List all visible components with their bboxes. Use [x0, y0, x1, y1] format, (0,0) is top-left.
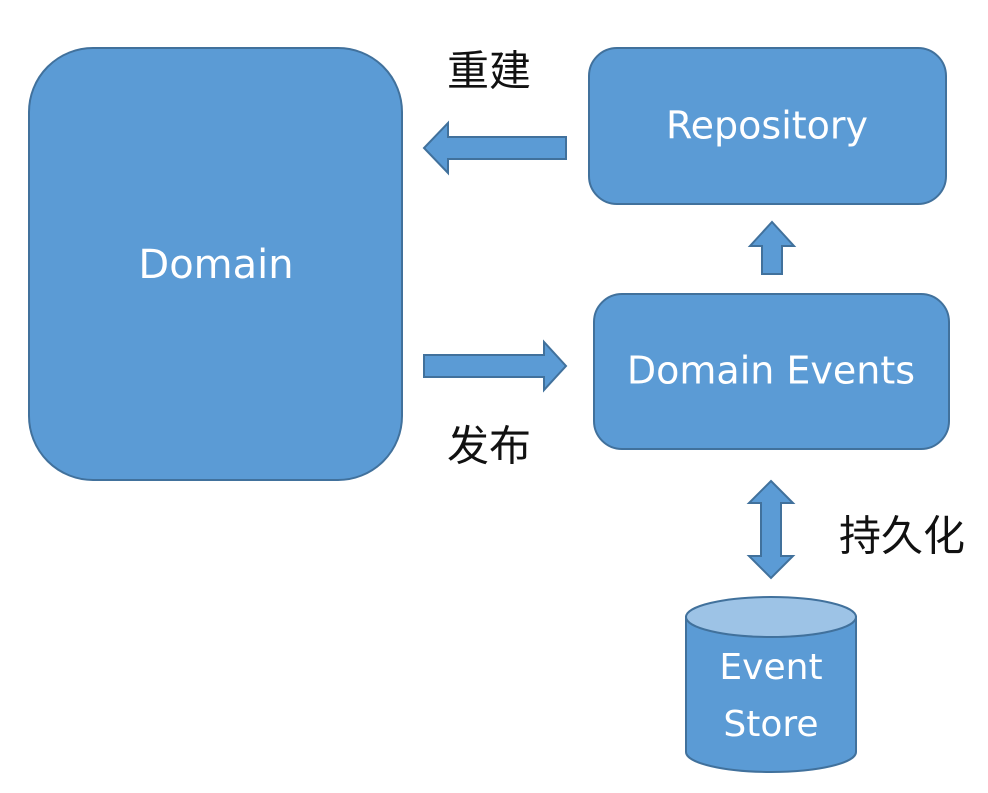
left-arrow [422, 120, 567, 176]
event-store-label-line2: Store [723, 704, 818, 745]
rebuild-label: 重建 [447, 47, 531, 96]
persist-edge: 持久化 [746, 479, 965, 580]
publish-edge: 发布 [423, 339, 568, 471]
domain-node[interactable]: Domain [28, 47, 403, 481]
up-down-arrow [746, 479, 796, 580]
repository-label: Repository [666, 104, 868, 148]
repository-node[interactable]: Repository [588, 47, 947, 205]
event-store-cylinder-top [685, 596, 857, 638]
domain-events-box [593, 293, 950, 450]
repository-box [588, 47, 947, 205]
domain-box [28, 47, 403, 481]
domain-events-node[interactable]: Domain Events [593, 293, 950, 450]
to-repository-edge [747, 220, 797, 275]
event-store-label-line1: Event [719, 647, 822, 688]
event-store-node[interactable]: Event Store [685, 596, 857, 773]
rebuild-edge: 重建 [422, 47, 567, 176]
domain-events-label: Domain Events [627, 349, 915, 393]
event-store-cylinder-body [685, 616, 857, 773]
right-arrow [423, 339, 568, 393]
persist-label: 持久化 [839, 512, 965, 561]
up-arrow [747, 220, 797, 275]
domain-label: Domain [138, 242, 293, 288]
publish-label: 发布 [447, 422, 531, 471]
